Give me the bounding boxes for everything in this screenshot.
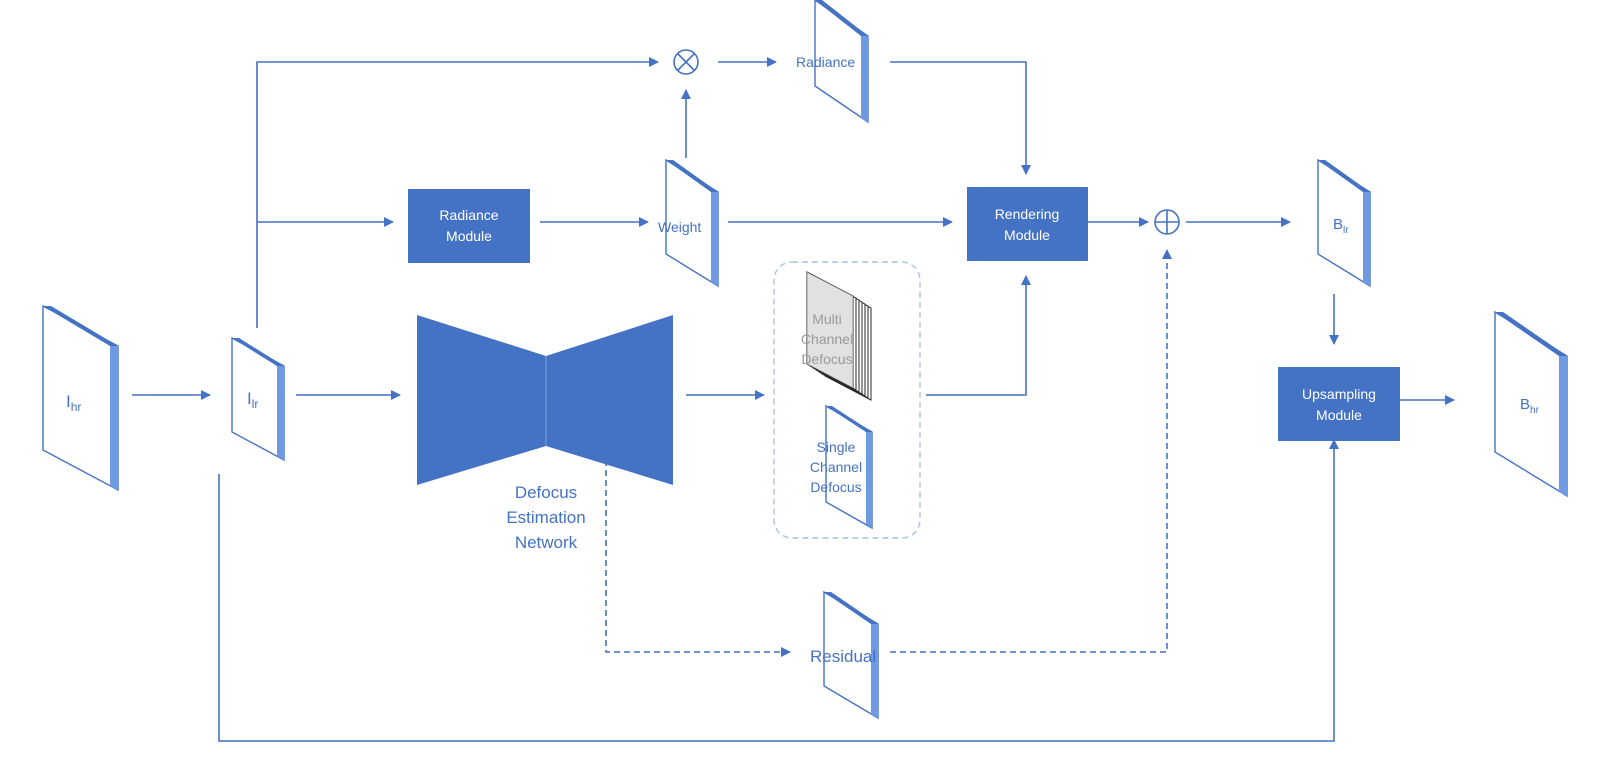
radiance-module: Radiance Module xyxy=(408,189,530,263)
upsampling-module: Upsampling Module xyxy=(1278,367,1400,441)
defocus-network-line1: Defocus xyxy=(515,483,577,502)
blurred-hr-panel: Bhr xyxy=(1494,310,1568,498)
radiance-module-line2: Module xyxy=(446,228,492,244)
ihr-label: Ihr xyxy=(66,392,81,414)
radiance-label: Radiance xyxy=(796,54,855,70)
multiply-operator xyxy=(673,49,699,75)
defocus-network-line2: Estimation xyxy=(506,508,585,527)
rendering-module-line2: Module xyxy=(1004,227,1050,243)
multi-channel-line3: Defocus xyxy=(801,351,852,367)
arrow-maps-to-rendering xyxy=(926,275,1031,396)
arrow-ilr-to-multiply xyxy=(256,57,659,328)
add-operator xyxy=(1154,209,1180,235)
arrow-defocus-to-residual xyxy=(605,460,791,657)
input-lr-panel: Ilr xyxy=(231,336,285,462)
single-channel-line2: Channel xyxy=(810,459,862,475)
ihr-main-text: I xyxy=(66,392,71,411)
rendering-module-line1: Rendering xyxy=(995,206,1060,222)
input-hr-panel: Ihr xyxy=(42,304,119,492)
ilr-label: Ilr xyxy=(247,389,258,411)
blr-label: Blr xyxy=(1333,216,1349,236)
radiance-panel: Radiance xyxy=(796,0,869,124)
arrow-residual-to-add xyxy=(890,249,1172,653)
blurred-lr-panel: Blr xyxy=(1317,158,1371,288)
radiance-module-line1: Radiance xyxy=(439,207,498,223)
single-channel-line1: Single xyxy=(817,439,856,455)
upsampling-module-line1: Upsampling xyxy=(1302,386,1376,402)
multi-channel-line2: Channel xyxy=(801,331,853,347)
multi-channel-stack: Multi Channel Defocus xyxy=(801,271,872,401)
ilr-main-text: I xyxy=(247,389,252,408)
connectors xyxy=(132,57,1455,742)
bhr-label: Bhr xyxy=(1520,396,1540,416)
multi-channel-line1: Multi xyxy=(812,311,842,327)
weight-label: Weight xyxy=(658,219,701,235)
blr-main-text: B xyxy=(1333,216,1343,233)
arrow-radiance-to-rendering xyxy=(890,61,1031,175)
ilr-sub-text: lr xyxy=(252,397,259,411)
single-channel-panel: Single Channel Defocus xyxy=(810,404,873,530)
rendering-module: Rendering Module xyxy=(967,187,1088,261)
residual-label: Residual xyxy=(810,647,876,666)
defocus-maps-group: Multi Channel Defocus Single Channel Def… xyxy=(773,261,921,539)
defocus-estimation-network: Defocus Estimation Network xyxy=(417,315,673,552)
arrow-skip-to-upsampling xyxy=(218,439,1339,742)
defocus-network-line3: Network xyxy=(515,533,578,552)
residual-panel: Residual xyxy=(810,590,879,720)
blr-sub-text: lr xyxy=(1343,225,1349,236)
weight-panel: Weight xyxy=(658,158,719,288)
ihr-sub-text: hr xyxy=(71,400,82,414)
upsampling-module-line2: Module xyxy=(1316,407,1362,423)
bhr-sub-text: hr xyxy=(1530,405,1540,416)
single-channel-line3: Defocus xyxy=(810,479,861,495)
bhr-main-text: B xyxy=(1520,396,1530,413)
